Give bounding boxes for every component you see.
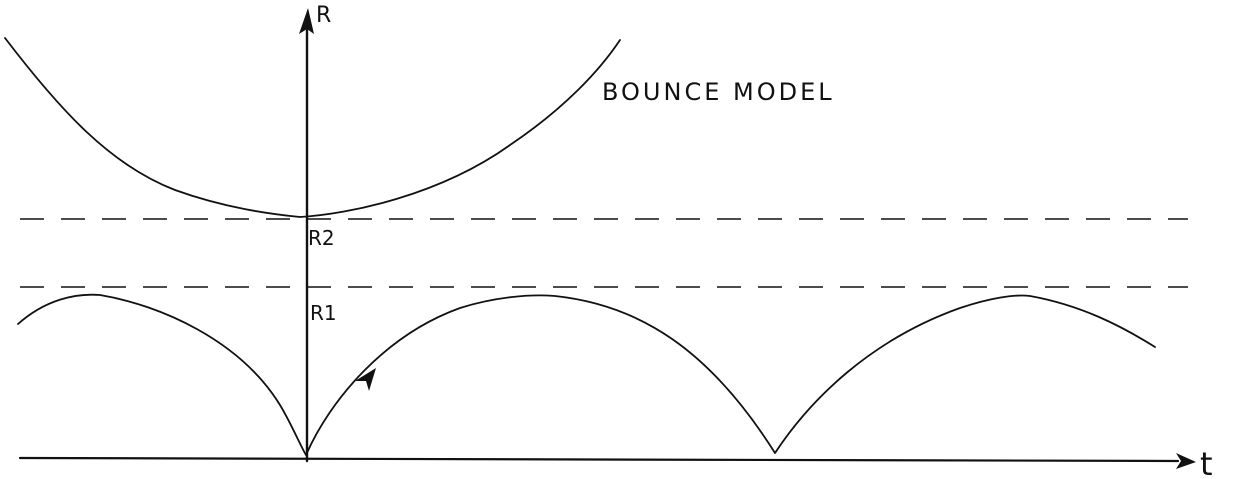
r-axis-arrowhead: [299, 8, 314, 34]
y-axis-label: R: [316, 3, 331, 28]
diagram-title: BOUNCE MODEL: [602, 78, 835, 106]
lower-oscillating-curve: [17, 293, 1156, 456]
t-axis-arrowhead: [1176, 453, 1196, 469]
t-axis: [18, 456, 1180, 463]
r1-level-label: R1: [310, 301, 337, 325]
upper-bounce-curve: [4, 37, 621, 218]
r2-level-label: R2: [308, 226, 335, 250]
x-axis-label: t: [1200, 445, 1213, 479]
direction-arrowhead: [355, 368, 376, 391]
